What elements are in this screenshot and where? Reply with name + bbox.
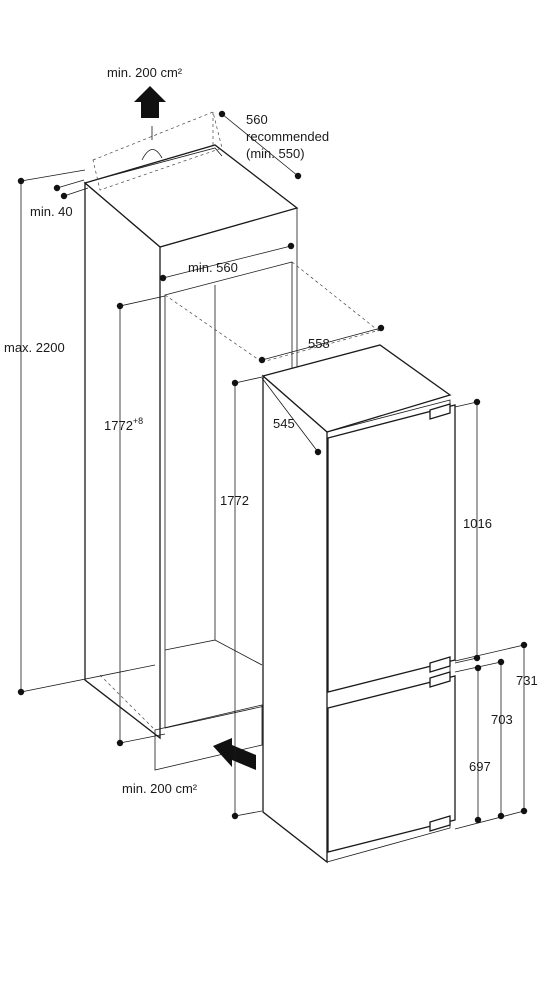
hinge-middle-2 [429,671,451,688]
hinge-middle-1 [429,656,451,673]
arrow-left-icon [213,738,256,770]
cabinet-top-plate [94,147,223,181]
label-height-max2200: max. 2200 [4,340,65,355]
label-lower-731: 731 [516,673,538,688]
label-depth-545: 545 [273,416,295,431]
label-lower-703: 703 [491,712,513,727]
lower-door [327,675,456,853]
label-depth-560: 560 [246,112,268,127]
projection-lines [99,261,381,731]
hinge-top [429,403,451,420]
label-vent-top: min. 200 cm² [107,65,183,80]
cabinet-plinth [154,704,263,771]
label-upper-door-1016: 1016 [463,516,492,531]
fridge-appliance [261,344,456,864]
hinge-bottom [429,815,451,832]
label-gap-min40: min. 40 [30,204,73,219]
label-depth-recommended: recommended [246,129,329,144]
cabinet-niche [83,144,299,771]
label-niche-1772: 1772+8 [104,416,143,433]
upper-door [327,404,456,693]
arrow-up-icon [134,86,166,118]
vent-grille-icon [141,149,163,161]
label-depth-min: (min. 550) [246,146,305,161]
cabinet-back-edge [164,285,216,651]
dimension-lines [17,110,528,830]
cabinet-floor-edge [214,639,263,666]
label-lower-697: 697 [469,759,491,774]
label-width-558: 558 [308,336,330,351]
label-width-min560: min. 560 [188,260,238,275]
label-vent-bottom: min. 200 cm² [122,781,198,796]
cabinet-side-panel [84,181,161,740]
label-appliance-1772: 1772 [220,493,249,508]
top-vent-outline [92,111,223,191]
